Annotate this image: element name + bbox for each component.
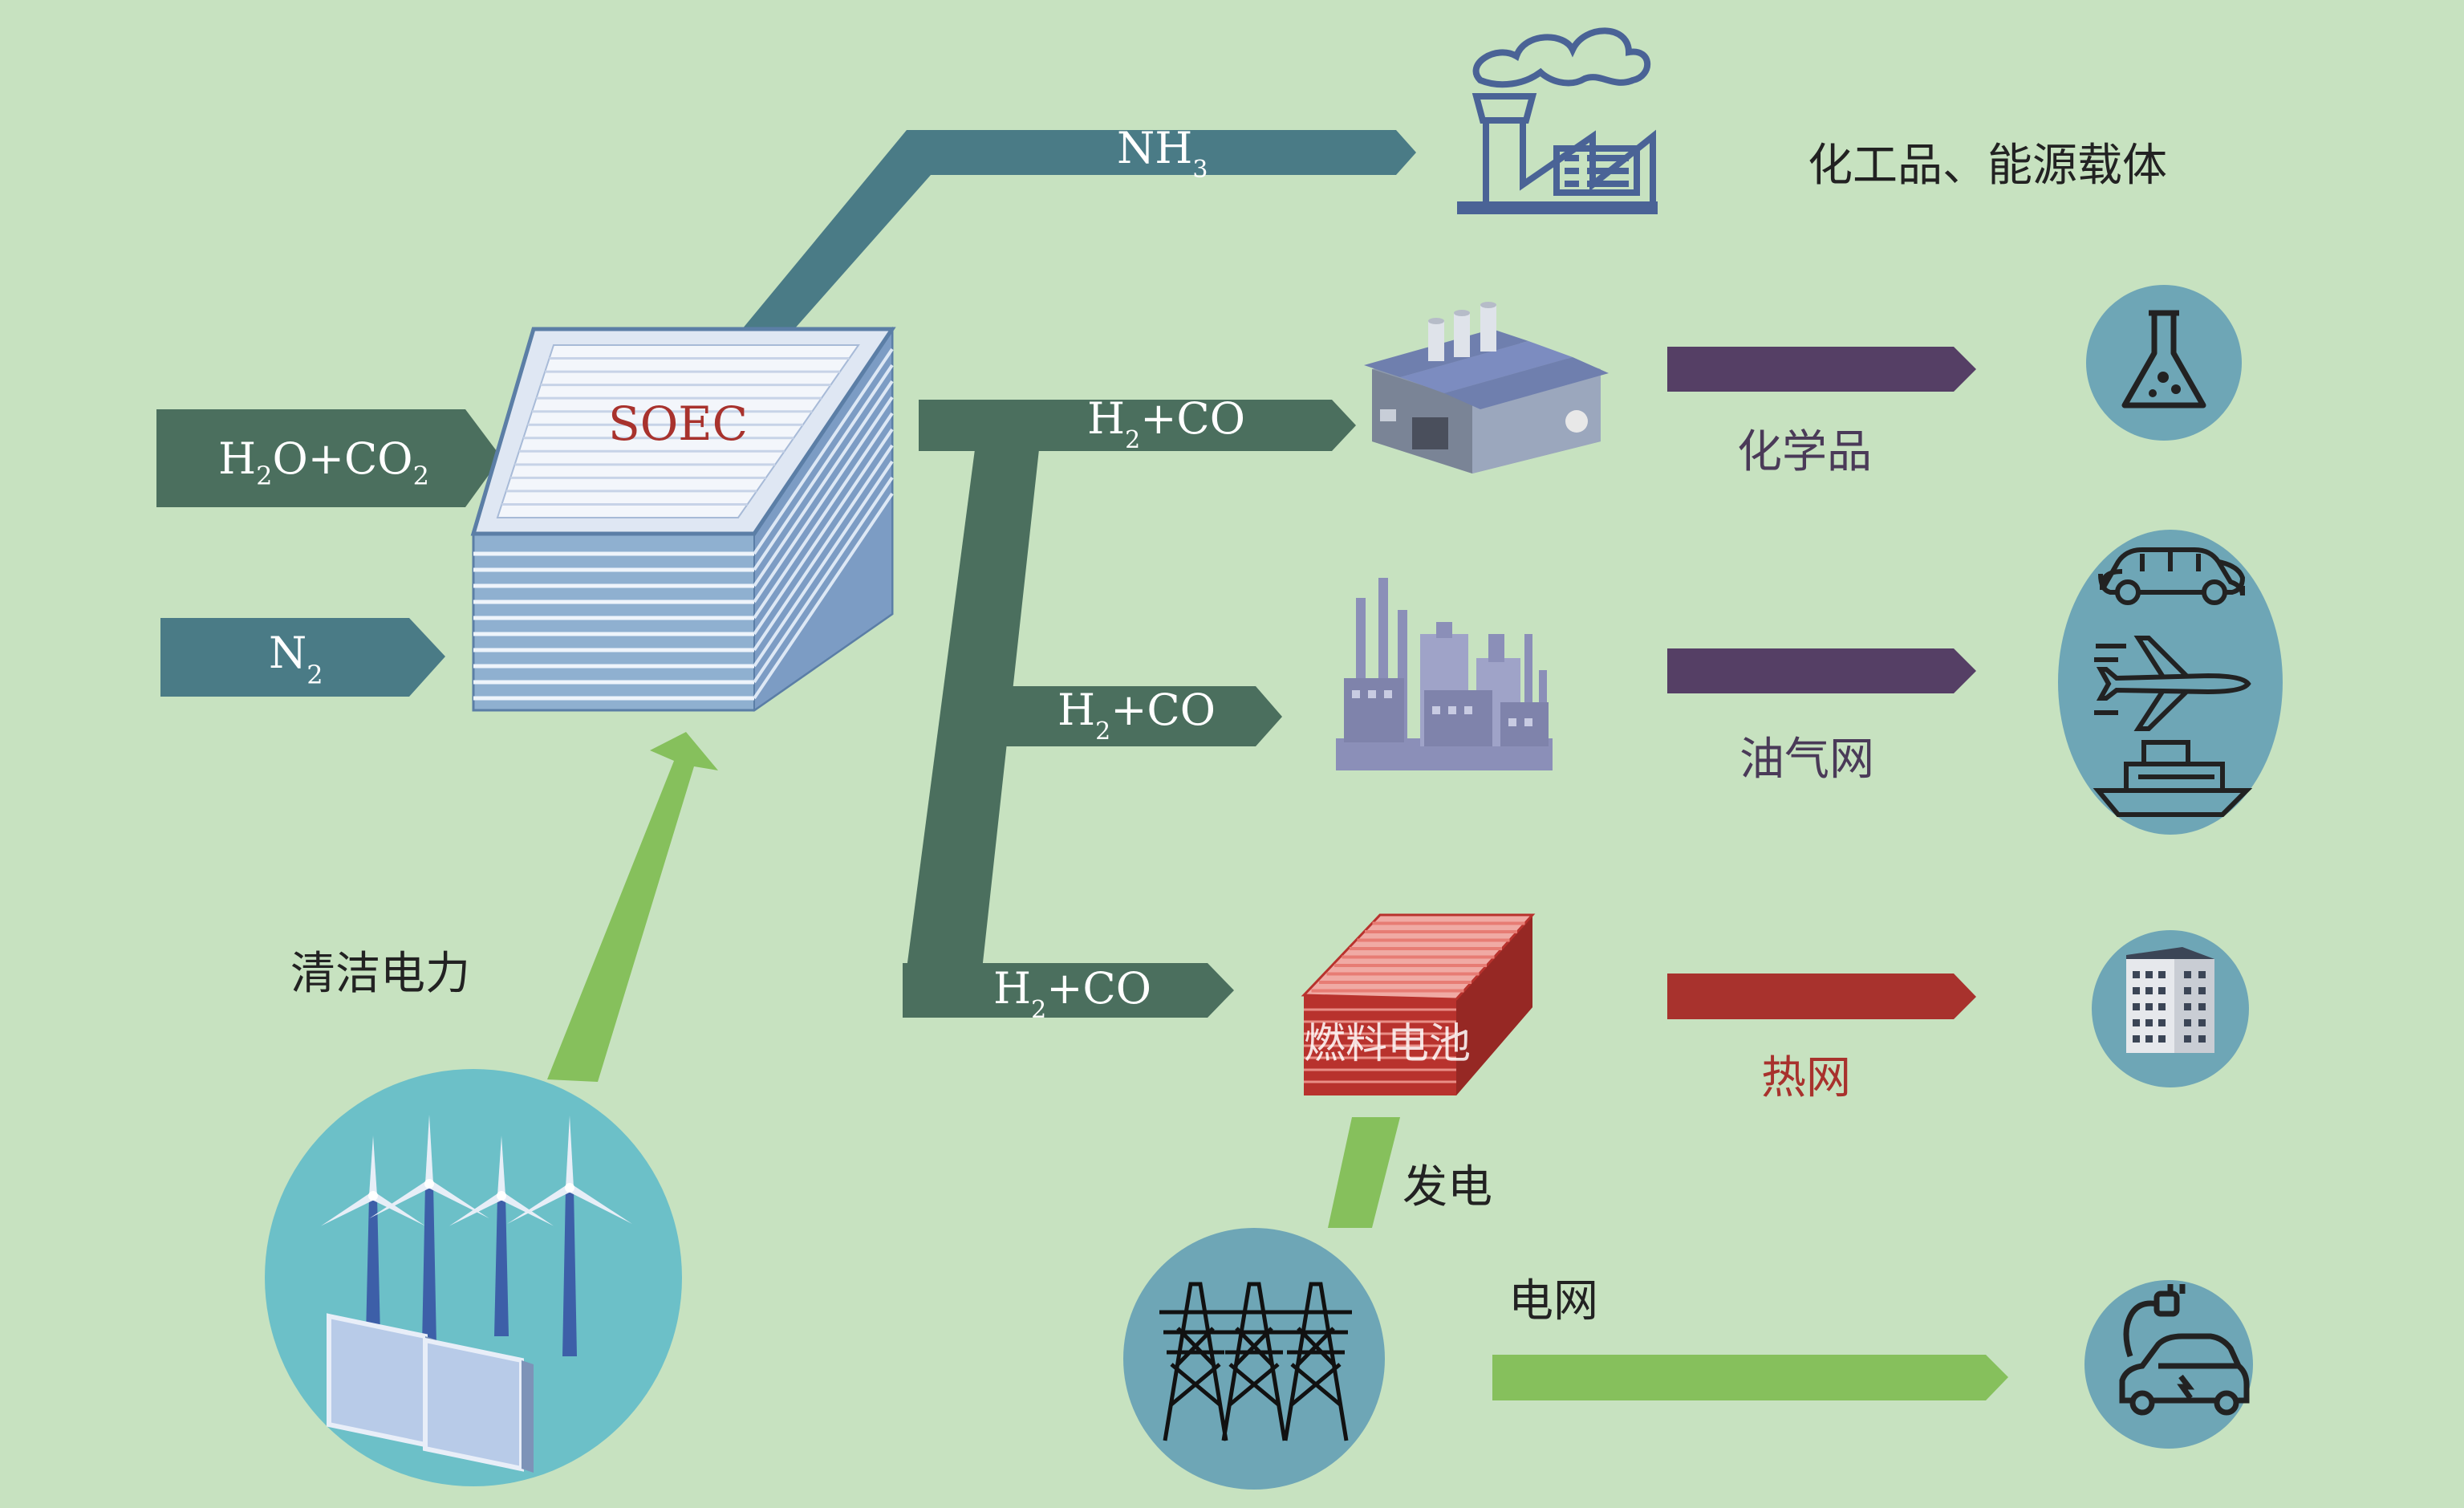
soec-stack	[470, 326, 896, 712]
car-icon	[2098, 547, 2246, 605]
syngas-label-1: H2+CO	[1087, 393, 1245, 454]
chemicals-label: 化学品	[1737, 426, 1872, 478]
flask-icon	[2086, 285, 2242, 441]
refinery-icon	[1336, 578, 1553, 770]
nh3-label: NH3	[1117, 123, 1208, 184]
h2o-co2-label: H2O+CO2	[218, 433, 429, 491]
syngas-label-2: H2+CO	[1057, 685, 1216, 746]
heat-bar	[1667, 973, 1976, 1019]
heat-grid-label: 热网	[1761, 1052, 1851, 1104]
clean-power-label: 清洁电力	[290, 948, 470, 1000]
chemical-plant-icon	[1364, 302, 1609, 474]
power-gen-arrow	[1328, 1117, 1400, 1228]
power-grid-label: 电网	[1508, 1275, 1598, 1327]
factory-icon	[1457, 27, 1658, 214]
chemical-energy-carrier-label: 化工品、能源载体	[1808, 140, 2167, 192]
power-grid-bar	[1492, 1355, 2008, 1400]
fuel-cell-stack-icon	[1301, 913, 1536, 1095]
n2-arrow	[160, 618, 445, 697]
syngas-label-3: H2+CO	[993, 963, 1151, 1024]
fuel-cell-label: 燃料电池	[1304, 1020, 1471, 1068]
syngas-distributor	[903, 400, 1356, 1018]
power-gen-label: 发电	[1402, 1161, 1492, 1213]
ship-icon	[2093, 740, 2253, 817]
n2-label: N2	[269, 628, 323, 690]
clean-power-arrow	[547, 732, 718, 1082]
solar-panels	[327, 1313, 534, 1473]
soec-label: SOEC	[608, 396, 748, 451]
airplane-icon	[2094, 636, 2251, 731]
nh3-connector	[742, 130, 1416, 329]
transport-group	[2058, 530, 2283, 835]
chemicals-bar	[1667, 347, 1976, 392]
oil-gas-label: 油气网	[1739, 734, 1874, 786]
building-icon	[2092, 930, 2249, 1087]
wind-solar-icon	[265, 1069, 682, 1486]
power-tower-icon	[1123, 1228, 1385, 1490]
electric-car-icon	[2084, 1280, 2253, 1449]
h2o-co2-arrow	[156, 409, 501, 507]
oil-gas-bar	[1667, 648, 1976, 693]
